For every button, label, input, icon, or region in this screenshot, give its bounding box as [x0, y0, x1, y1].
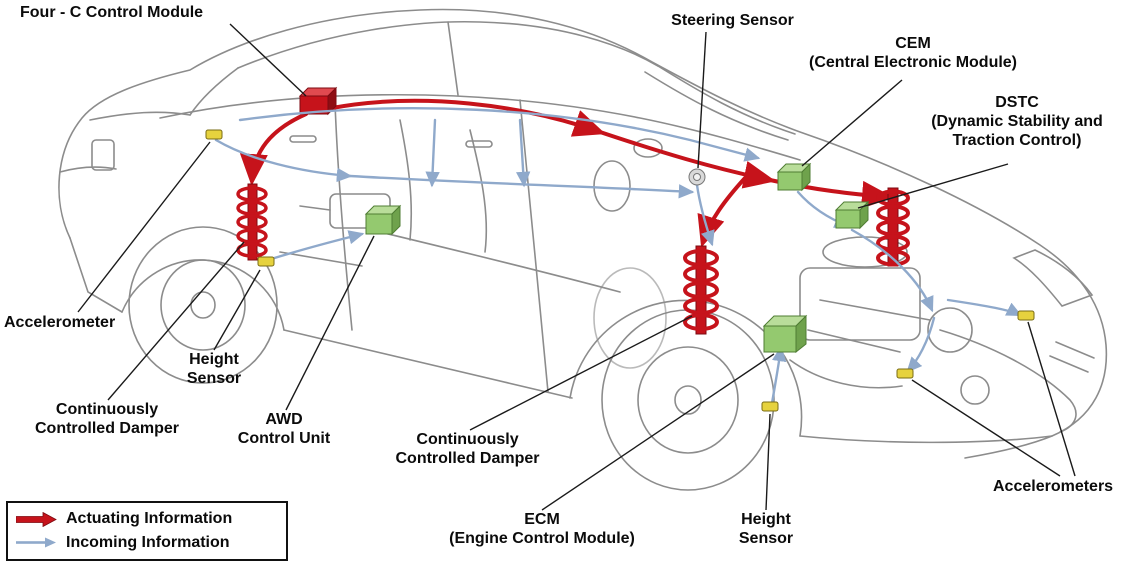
sensors	[205, 129, 1035, 412]
legend-actuating-label: Actuating Information	[66, 510, 233, 528]
label-damper-front: Continuously Controlled Damper	[395, 431, 540, 467]
label-accelerometer-rear: Accelerometer	[4, 314, 116, 331]
damper-front-left-coil	[683, 245, 719, 335]
damper-rear-coil	[236, 183, 268, 261]
incoming-routing	[214, 107, 1023, 405]
actuating-path-main-2	[598, 130, 776, 189]
label-cem: CEM (Central Electronic Module)	[808, 35, 1018, 71]
actuating-arrow-icon	[16, 511, 57, 527]
actuating-path-rear	[239, 112, 308, 186]
dstc-module	[834, 200, 870, 230]
leader-lines	[77, 23, 1076, 511]
awd-module	[364, 204, 402, 236]
label-four-c-control-module: Four - C Control Module	[20, 4, 204, 21]
legend: Actuating Information Incoming Informati…	[6, 501, 288, 561]
accelerometer-front-mid	[896, 368, 914, 379]
legend-row-actuating: Actuating Information	[16, 510, 278, 528]
actuating-path-main-1	[330, 98, 606, 137]
incoming-arrow-tail	[16, 541, 46, 544]
label-height-sensor-rear: Height Sensor	[186, 351, 242, 387]
cem-module	[776, 162, 812, 192]
steering-sensor-unit	[688, 168, 706, 186]
four-c-module	[298, 86, 338, 116]
label-ecm: ECM (Engine Control Module)	[449, 511, 635, 547]
legend-incoming-label: Incoming Information	[66, 533, 230, 551]
accelerometer-front-right	[1017, 310, 1035, 321]
incoming-arrow-head	[45, 537, 56, 548]
actuating-arrow-shape	[16, 511, 57, 527]
label-steering-sensor: Steering Sensor	[671, 12, 794, 29]
height-sensor-rear-unit	[257, 256, 275, 267]
car-body-art	[58, 8, 1108, 491]
accelerometer-rear-sensor	[205, 129, 223, 140]
label-awd-control-unit: AWD Control Unit	[237, 411, 331, 447]
height-sensor-front-unit	[761, 401, 779, 412]
incoming-arrow-icon	[16, 537, 56, 548]
ecm-module	[762, 314, 808, 354]
damper-front-right-coil	[876, 187, 910, 267]
label-dstc: DSTC (Dynamic Stability and Traction Con…	[931, 94, 1103, 149]
legend-row-incoming: Incoming Information	[16, 534, 278, 552]
label-damper-rear: Continuously Controlled Damper	[34, 401, 179, 437]
label-height-sensor-front: Height Sensor	[738, 511, 794, 547]
label-accelerometers-front: Accelerometers	[993, 478, 1114, 495]
